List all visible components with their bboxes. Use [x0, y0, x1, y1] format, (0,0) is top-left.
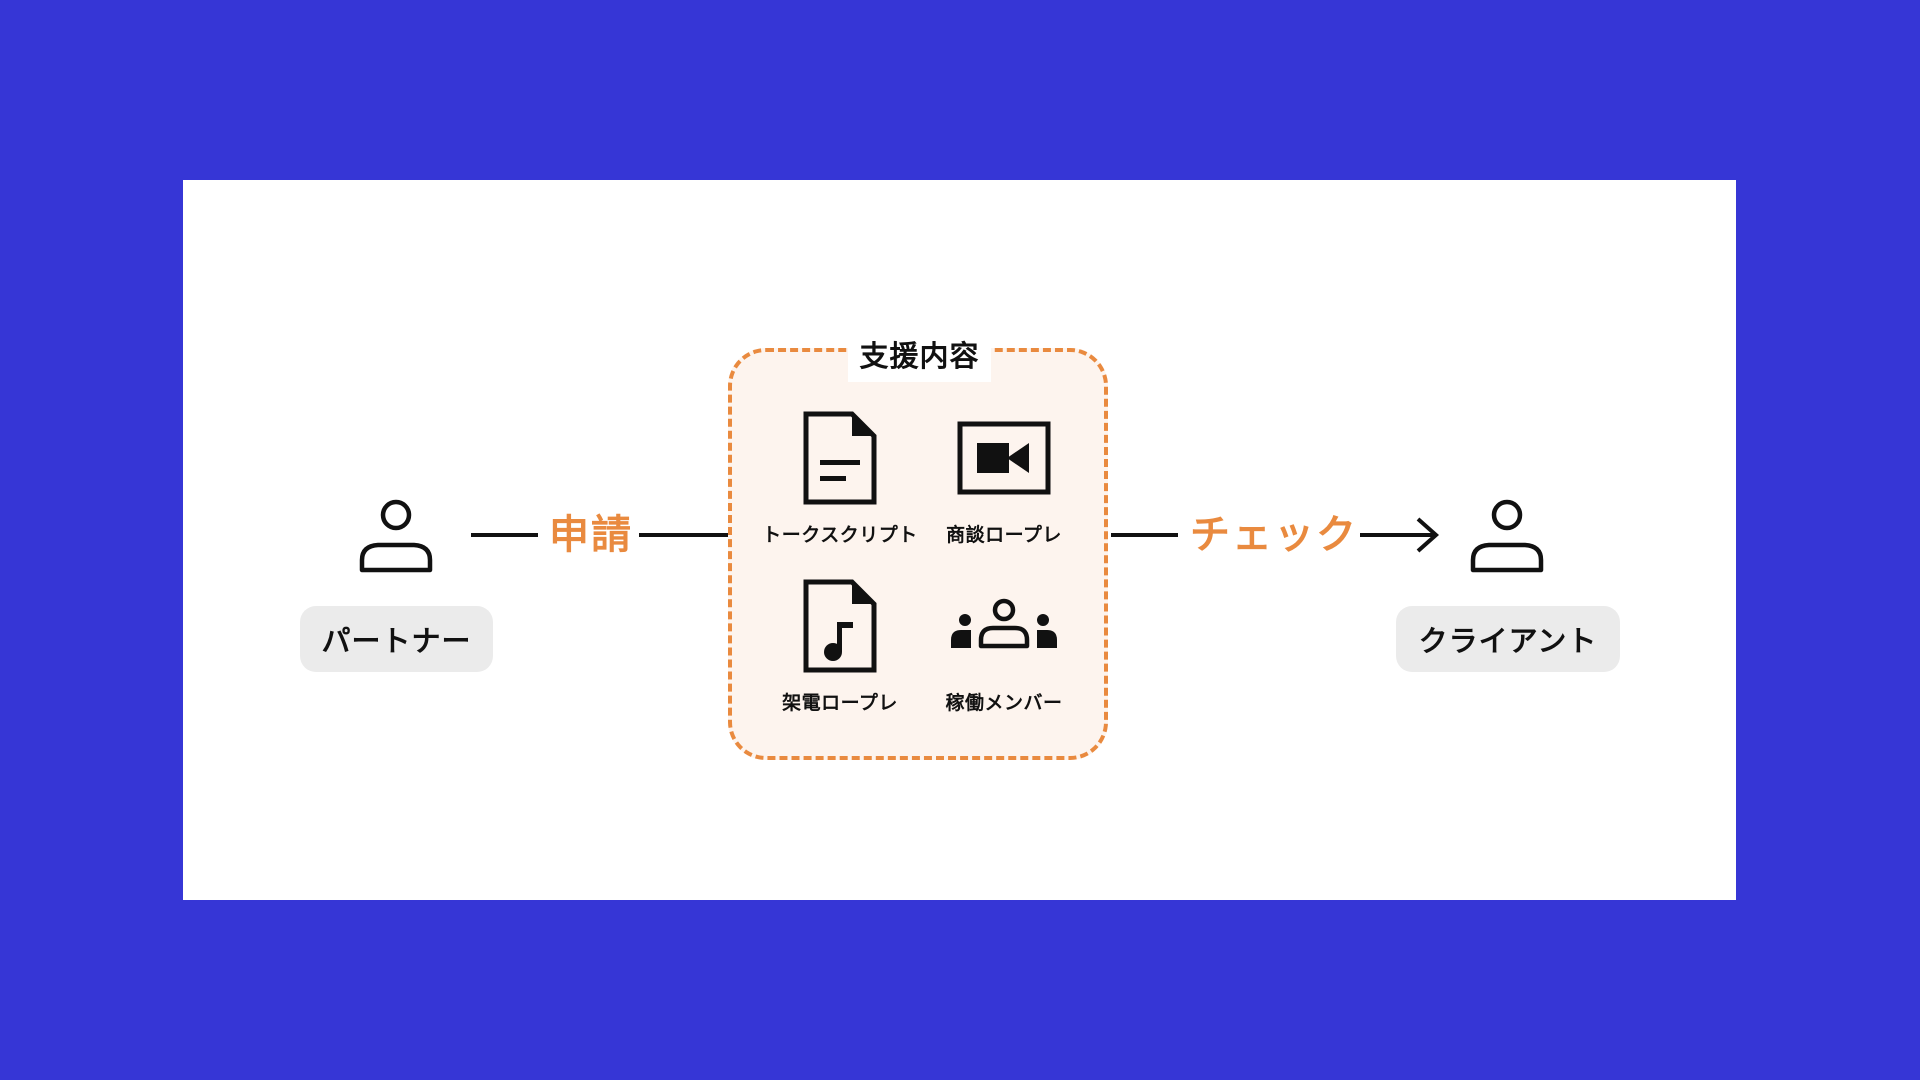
client-person-icon: [1469, 498, 1545, 574]
partner-label: パートナー: [300, 606, 493, 672]
apply-line-right: [639, 533, 728, 537]
apply-label: 申請: [549, 512, 633, 558]
support-content-box: [728, 348, 1108, 760]
support-item-label: 稼働メンバー: [945, 692, 1063, 714]
client-label: クライアント: [1396, 606, 1620, 672]
check-line-left: [1111, 533, 1178, 537]
partner-person-icon: [358, 498, 434, 574]
support-item-members: 稼働メンバー: [914, 576, 1094, 715]
support-item-label: 商談ロープレ: [946, 524, 1062, 546]
support-item-call-roleplay: 架電ロープレ: [750, 576, 930, 715]
group-icon: [951, 598, 1057, 649]
support-item-talk-script: トークスクリプト: [750, 408, 930, 547]
arrow-right-icon: [1360, 517, 1440, 553]
check-label: チェック: [1190, 512, 1358, 558]
audio-file-icon: [803, 579, 877, 673]
support-item-label: トークスクリプト: [762, 524, 918, 546]
support-item-label: 架電ロープレ: [782, 692, 898, 714]
support-title: 支援内容: [848, 326, 991, 382]
video-camera-icon: [957, 421, 1051, 495]
document-icon: [803, 411, 877, 505]
support-item-sales-roleplay: 商談ロープレ: [914, 408, 1094, 547]
diagram-card: パートナー 申請 支援内容 トークスクリプト 商談ロープレ: [183, 180, 1736, 900]
apply-line-left: [471, 533, 538, 537]
